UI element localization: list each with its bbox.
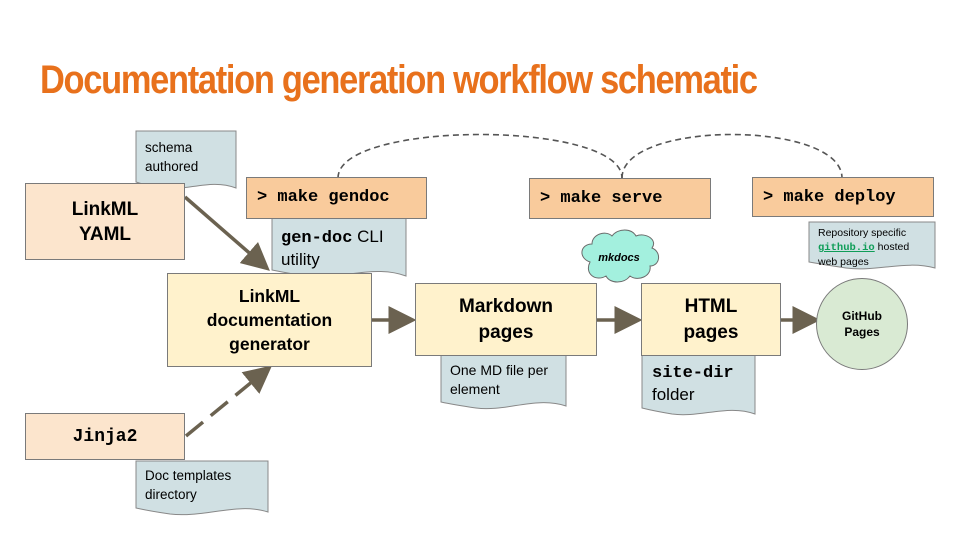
note-md: One MD file per element [450,361,548,399]
note-md-line2: element [450,381,500,397]
linkml-yaml-line1: LinkML [71,198,139,220]
make-serve-text: > make serve [540,189,663,208]
generator-node: LinkML documentation generator [167,273,372,367]
repo-hosted-text: hosted [877,241,910,253]
markdown-line2: pages [478,321,534,343]
note-templates-shape [135,460,269,516]
generator-line1: LinkML [238,286,301,306]
jinja2-node: Jinja2 [25,413,185,460]
github-pages-node: GitHub Pages [816,278,908,370]
make-gendoc-command: > make gendoc [246,177,427,219]
make-serve-command: > make serve [529,178,711,219]
note-repo-line1: Repository specific [818,227,907,239]
arrow-yaml-to-generator [183,195,270,271]
dashed-arc-gendoc-serve [337,133,623,179]
note-md-line1: One MD file per [450,362,549,378]
note-schema: schema authored [145,138,198,176]
note-sitedir: site-dir folder [652,363,734,405]
note-md-shape [440,353,567,410]
note-repo: Repository specific github.io hosted web… [818,226,909,269]
markdown-line1: Markdown [459,295,553,317]
dashed-arc-serve-deploy [621,133,843,179]
make-deploy-command: > make deploy [752,177,934,217]
gendoc-tool-name: gen-doc [281,229,353,248]
note-templates-line1: Doc templates [145,468,232,483]
mkdocs-cloud-shape [581,229,659,283]
note-repo-shape [808,221,936,270]
html-line2: pages [683,321,739,343]
note-sitedir-line1: site-dir [652,364,734,383]
make-deploy-text: > make deploy [763,188,896,207]
note-schema-line1: schema [145,140,193,155]
github-line2: Pages [844,325,880,339]
note-templates-line2: directory [145,487,197,502]
generator-line3: generator [229,334,310,354]
note-sitedir-line2: folder [652,385,695,404]
note-schema-line2: authored [145,159,199,174]
linkml-yaml-node: LinkML YAML [25,183,185,260]
note-gendoc-line1: gen-doc CLI [281,226,384,249]
note-gendoc: gen-doc CLI utility [281,226,384,270]
linkml-yaml-line2: YAML [78,223,132,245]
gendoc-tool-rest: CLI [357,227,384,246]
github-io-link[interactable]: github.io [818,242,875,254]
markdown-pages-node: Markdown pages [415,283,597,356]
github-line1: GitHub [842,309,882,323]
mkdocs-label: mkdocs [598,252,640,264]
jinja2-label: Jinja2 [72,426,138,447]
note-gendoc-line2: utility [281,250,320,269]
make-gendoc-text: > make gendoc [257,188,390,207]
arrow-jinja-to-generator [184,365,273,438]
page-title: Documentation generation workflow schema… [40,58,758,102]
note-repo-line3: web pages [818,256,869,268]
html-line1: HTML [684,295,738,317]
html-pages-node: HTML pages [641,283,781,356]
generator-line2: documentation [206,310,333,330]
note-sitedir-shape [641,353,756,416]
note-repo-line2: github.io hosted [818,240,909,255]
note-templates: Doc templates directory [145,466,231,504]
